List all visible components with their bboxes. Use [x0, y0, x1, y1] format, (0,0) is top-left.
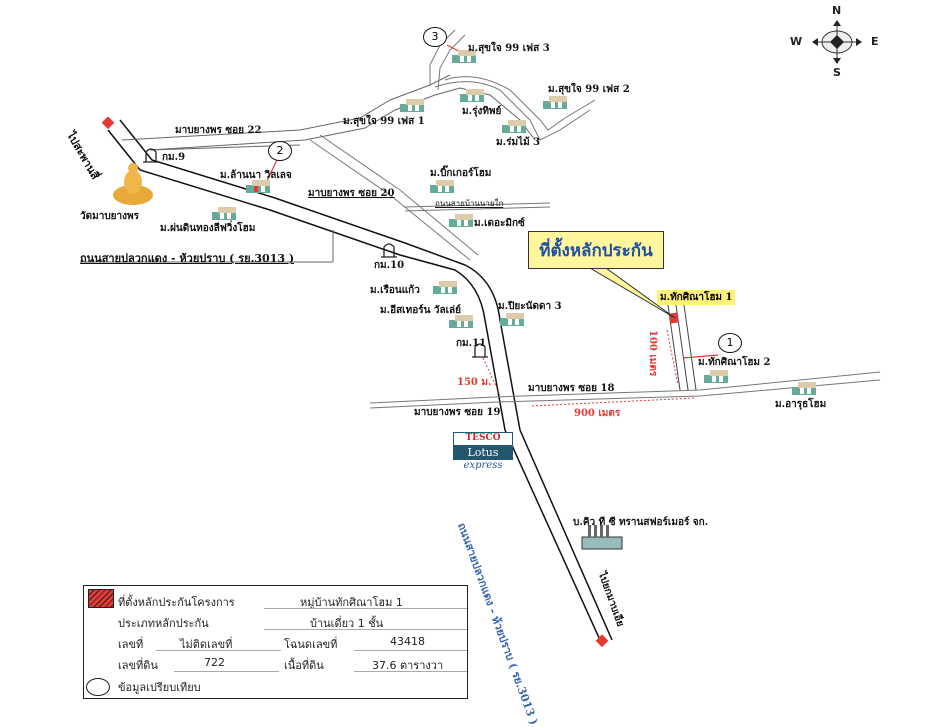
label-leader [80, 230, 334, 263]
village-label: ม.ปิยะนัดดา 3 [498, 301, 562, 312]
house-icon [212, 207, 236, 220]
collateral-info-table: ที่ตั้งหลักประกันโครงการ หมู่บ้านทักศิณา… [83, 585, 468, 699]
km9-label: กม.9 [162, 152, 186, 163]
km10-label: กม.10 [374, 260, 405, 271]
village-label: ม.อารุธโฮม [775, 399, 827, 410]
km11-label: กม.11 [456, 338, 487, 349]
house-icon [433, 281, 457, 294]
compass-north: N [832, 4, 842, 17]
house-icon [460, 89, 484, 102]
collateral-swatch-icon [88, 589, 114, 608]
upper-loop-roads [429, 29, 596, 141]
subject-parcel [669, 312, 679, 324]
house-icon [430, 180, 454, 193]
compass-rose [812, 20, 862, 64]
comparison-label: ข้อมูลเปรียบเทียบ [118, 681, 201, 694]
tesco-lotus-logo: TESCO Lotus express [453, 432, 513, 471]
deed-label: โฉนดเลขที่ [284, 638, 338, 651]
house-icon [704, 370, 728, 383]
road-end-marker-south [595, 634, 609, 648]
comparison-circle-icon [86, 678, 110, 696]
house-no-value: ไม่ติดเลขที่ [180, 638, 233, 651]
deed-value: 43418 [390, 635, 425, 648]
road-label-main: ถนนสายปลวกแดง - ห้วยปราบ ( รย.3013 ) [80, 252, 295, 265]
house-icon [400, 99, 424, 112]
house-icon [792, 382, 816, 395]
village-label: ม.เดอะมิกซ์ [474, 218, 525, 229]
project-label: ที่ตั้งหลักประกันโครงการ [118, 596, 235, 609]
house-icon [449, 214, 473, 227]
type-value: บ้านเดี่ยว 1 ชั้น [310, 617, 384, 630]
distance-arrows [482, 329, 696, 407]
road-label-soi20: มาบยางพร ซอย 20 [308, 188, 395, 199]
project-value: หมู่บ้านทักศิณาโฮม 1 [300, 596, 403, 609]
village-label: ม.ทักศิณาโฮม 2 [698, 357, 771, 368]
road-label-soi18: มาบยางพร ซอย 18 [528, 383, 615, 394]
factory-label: บ.คิว ที ซี ทรานสฟอร์เมอร์ จก. [573, 517, 709, 528]
village-label: ม.ผ่นดินทองลีฟวิ่งโฮม [160, 223, 256, 234]
distance-100: 100 เมตร [647, 330, 658, 377]
lotus-text: Lotus [453, 446, 513, 460]
type-label: ประเภทหลักประกัน [118, 617, 209, 630]
marker-1: 1 [718, 333, 742, 353]
area-value: 37.6 ตารางวา [372, 659, 444, 672]
marker-3: 3 [423, 27, 447, 47]
location-map [80, 20, 881, 648]
house-icon [502, 120, 526, 133]
distance-900: 900 เมตร [574, 408, 621, 419]
road-end-marker-north [101, 116, 115, 130]
house-no-label: เลขที่ [118, 638, 144, 651]
land-no-value: 722 [204, 656, 225, 669]
collateral-callout: ที่ตั้งหลักประกัน [528, 231, 664, 269]
village-label: ม.บิ๊กเกอร์โฮม [430, 168, 492, 179]
village-label: ม.รุ่งทิพย์ [462, 106, 502, 117]
house-icon [449, 315, 473, 328]
compass-east: E [871, 35, 879, 48]
village-label: ม.สุขใจ 99 เฟส 1 [343, 116, 425, 127]
temple-label: วัดมาบยางพร [80, 211, 139, 222]
km-post-icons [143, 148, 488, 358]
distance-150: 150 ม. [457, 377, 492, 388]
road-label-soi19: มาบยางพร ซอย 19 [414, 407, 501, 418]
subject-village-tag: ม.ทักศิณาโฮม 1 [657, 290, 736, 305]
village-label: ม.ล้านนา วิลเลจ [220, 170, 292, 181]
village-label: ม.สุขใจ 99 เฟส 2 [548, 84, 630, 95]
express-text: express [463, 460, 503, 471]
house-icon [246, 180, 270, 193]
house-icon [452, 50, 476, 63]
road-label-nayai: ถนนสายบ้านนายใ่ก [435, 199, 504, 208]
compass-west: W [790, 35, 803, 48]
tesco-text: TESCO [453, 432, 513, 446]
compass-south: S [833, 66, 841, 79]
temple-icon [113, 163, 153, 205]
road-label-soi22: มาบยางพร ซอย 22 [175, 125, 262, 136]
area-label: เนื้อที่ดิน [284, 659, 324, 672]
village-label: ม.อีสเทอร์น วัลเล่ย์ [380, 305, 462, 316]
main-road [107, 119, 613, 641]
marker-2: 2 [268, 141, 292, 161]
house-icon [543, 96, 567, 109]
house-icon [500, 313, 524, 326]
land-no-label: เลขที่ดิน [118, 659, 158, 672]
village-label: ม.ร่มไม้ 3 [496, 137, 541, 148]
village-label: ม.เรือนแก้ว [370, 285, 420, 296]
soi-20-road [309, 134, 551, 261]
village-label: ม.สุขใจ 99 เฟส 3 [468, 43, 550, 54]
soi-18-19-road [369, 371, 881, 409]
factory-icon [581, 525, 623, 550]
